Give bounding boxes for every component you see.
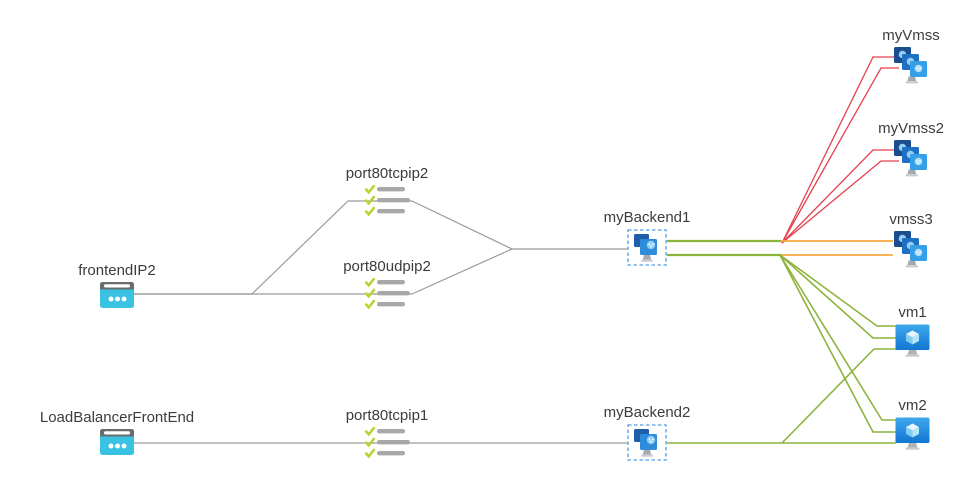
frontend-ip-icon [100, 429, 134, 455]
node-port80udpip2[interactable]: port80udpip2 [343, 258, 431, 312]
vm-icon [895, 324, 930, 357]
edge-hub-myVmss2-b [781, 160, 899, 244]
node-load-balancer-front-end[interactable]: LoadBalancerFrontEnd [40, 409, 194, 455]
node-vmss3[interactable]: vmss3 [889, 211, 933, 268]
edge-hub-vm1-b [779, 254, 896, 339]
edge-port80tcpip2-myBackend1 [411, 200, 628, 250]
edge-hub-vm2-b [779, 254, 896, 433]
node-port80tcpip2[interactable]: port80tcpip2 [346, 165, 428, 219]
node-label: vmss3 [889, 211, 933, 228]
edge-port80udpip2-myBackend1 [411, 248, 513, 295]
edge-hub-myVmss-a [781, 56, 894, 244]
node-label: port80tcpip2 [345, 165, 429, 182]
node-label: LoadBalancerFrontEnd [39, 409, 195, 426]
node-my-vmss[interactable]: myVmss [882, 27, 940, 84]
node-label: myBackend1 [603, 209, 691, 226]
node-label: myVmss2 [878, 120, 944, 137]
edge-hub-myVmss2-a [781, 149, 894, 244]
node-label: frontendIP2 [78, 262, 156, 279]
edge-hub-vm2-a [779, 254, 896, 421]
vm-icon [895, 417, 930, 450]
node-label: port80udpip2 [343, 258, 431, 275]
frontend-ip-icon [100, 282, 134, 308]
vmss-icon [894, 140, 927, 177]
lb-rule-icon [364, 185, 410, 217]
vmss-icon [894, 47, 927, 84]
node-vm2[interactable]: vm2 [895, 397, 930, 450]
node-vm1[interactable]: vm1 [895, 304, 930, 357]
node-frontend-ip2[interactable]: frontendIP2 [78, 262, 156, 308]
lb-rule-icon [364, 278, 410, 310]
node-my-vmss2[interactable]: myVmss2 [878, 120, 944, 177]
node-label: vm2 [898, 397, 927, 414]
node-my-backend1[interactable]: myBackend1 [604, 209, 690, 266]
edge-hub-myVmss-b [781, 67, 899, 244]
edge-hub-vm1-a [779, 254, 896, 327]
backend-pool-icon [627, 424, 667, 461]
node-label: myBackend2 [603, 404, 691, 421]
vmss-icon [894, 231, 927, 268]
node-label: myVmss [882, 27, 940, 44]
edge-myBackend2-vm1 [781, 348, 896, 444]
node-my-backend2[interactable]: myBackend2 [604, 404, 690, 461]
node-label: vm1 [898, 304, 927, 321]
lb-rule-icon [364, 427, 410, 459]
node-label: port80tcpip1 [345, 407, 429, 424]
backend-pool-icon [627, 229, 667, 266]
node-port80tcpip1[interactable]: port80tcpip1 [346, 407, 428, 461]
